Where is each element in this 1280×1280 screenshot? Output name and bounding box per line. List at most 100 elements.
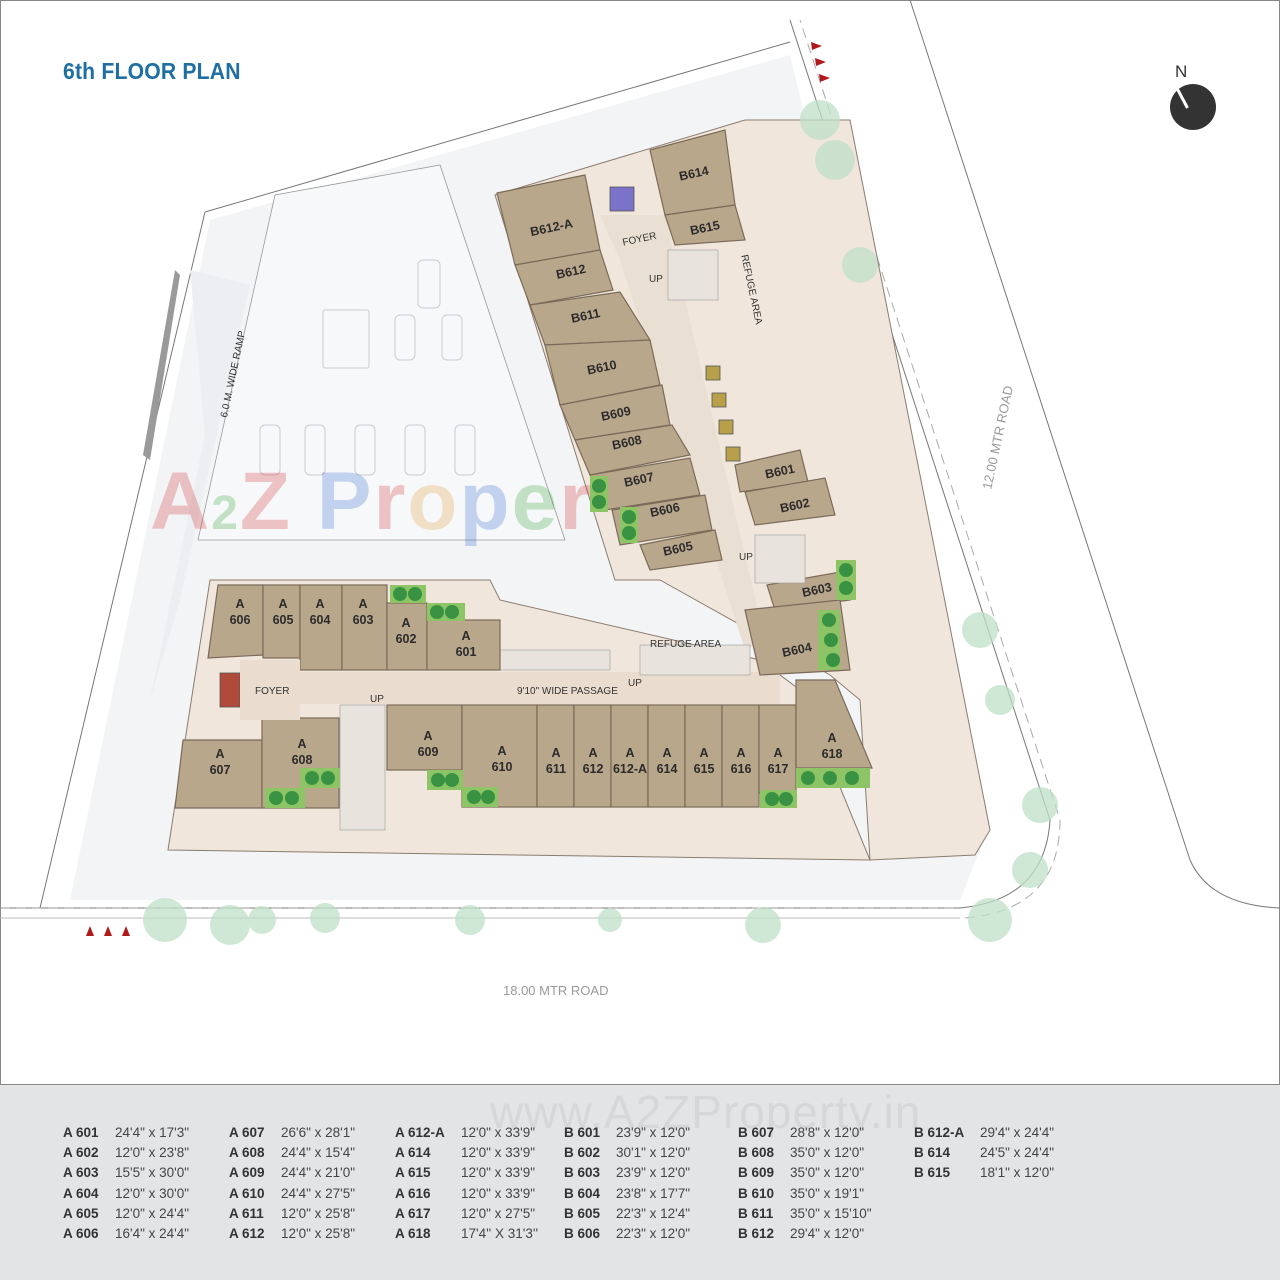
watermark-url: www.A2ZProperty.in [490,1086,922,1138]
unit-label: A [662,746,671,760]
unit-label: B604 [781,640,813,660]
unit-label: A [278,597,287,611]
unit-label: 610 [492,760,513,774]
unit-id: B 612 [738,1225,775,1241]
unit-dimensions: 12'0" x 33'9" [461,1165,536,1181]
passage-label: 9'10" WIDE PASSAGE [517,686,618,697]
wing-a-units [174,584,873,809]
unit-dimensions: 23'9" x 12'0" [616,1125,691,1140]
unit-label: A [699,746,708,760]
car-outlines [259,259,476,476]
unit-label: 605 [273,613,294,627]
unit-label: A [461,629,470,643]
unit-label: B605 [662,539,694,559]
unit-id: B 603 [564,1165,601,1181]
unit-id: A 607 [229,1125,265,1140]
unit-label: A [401,616,410,630]
unit-dimensions: 12'0" x 25'8" [281,1205,356,1221]
unit-dimensions: 23'8" x 17'7" [616,1185,691,1201]
legend-row: B 611 35'0" x 15'10" [738,1206,872,1226]
unit-id: B 605 [564,1205,601,1221]
unit-label: A [297,737,306,751]
unit-id: A 617 [395,1205,431,1221]
unit-dimensions: 24'4" x 21'0" [281,1165,356,1181]
unit-id: A 604 [63,1185,99,1201]
unit-dimensions: 17'4'' X 31'3'' [461,1225,539,1241]
unit-id: B 602 [564,1145,601,1161]
foyer-a-label: FOYER [255,686,289,697]
legend-row: B 612-A 29'4" x 24'4" [914,1125,1054,1145]
unit-id: A 603 [63,1165,99,1181]
refuge-a-label: REFUGE AREA [650,639,721,650]
unit-id: A 618 [395,1225,431,1241]
unit-label: 607 [210,763,231,777]
unit-label: 612 [583,762,604,776]
unit-dimensions: 35'0" x 15'10" [790,1205,872,1221]
unit-id: B 614 [914,1145,951,1161]
unit-label: A [423,729,432,743]
unit-dimensions: 12'0" x 27'5" [461,1205,536,1221]
unit-id: A 602 [63,1145,99,1161]
unit-dimensions: 35'0" x 12'0" [790,1165,865,1181]
unit-label: 616 [731,762,752,776]
unit-id: A 608 [229,1145,265,1161]
unit-id: A 605 [63,1205,99,1221]
wing-b-labels: B612-A B612 B611 B610 B609 B608 B607 B60… [529,164,833,660]
unit-label: B612 [555,262,587,282]
unit-label: 606 [230,613,251,627]
up-label: UP [628,678,642,689]
unit-label: B615 [689,218,721,238]
unit-label: B609 [600,404,632,424]
north-label: N [1175,62,1188,81]
unit-label: A [551,746,560,760]
unit-dimensions: 29'4" x 24'4" [980,1125,1055,1140]
unit-label: A [588,746,597,760]
unit-label: 604 [310,613,331,627]
unit-id: B 607 [738,1125,775,1140]
unit-dimensions: 28'8" x 12'0" [790,1125,865,1140]
up-label: UP [649,274,663,285]
unit-label: 611 [546,762,566,776]
unit-label: A [358,597,367,611]
unit-label: B614 [678,164,710,184]
unit-label: B610 [586,358,618,378]
unit-label: A [773,746,782,760]
unit-id: A 609 [229,1165,265,1181]
unit-id: B 606 [564,1225,601,1241]
floor-plan-drawing: FOYER FOYER 9'10" WIDE PASSAGE REFUGE AR… [0,0,1280,1085]
unit-id: B 604 [564,1185,601,1201]
legend-row: A 618 17'4'' X 31'3'' [395,1226,538,1246]
unit-label: A [625,746,634,760]
unit-dimensions: 35'0" x 19'1" [790,1185,865,1201]
street-trees [143,100,1058,945]
unit-label: A [827,731,836,745]
unit-label: A [215,747,224,761]
unit-id: B 612-A [914,1125,965,1140]
page-title: 6th FLOOR PLAN [63,58,241,84]
unit-label: B606 [649,500,681,520]
unit-dimensions: 30'1" x 12'0" [616,1145,691,1161]
unit-label: 602 [396,632,417,646]
unit-id: A 614 [395,1145,431,1161]
unit-id: B 611 [738,1205,774,1221]
unit-dimensions: 24'4" x 15'4" [281,1145,356,1161]
